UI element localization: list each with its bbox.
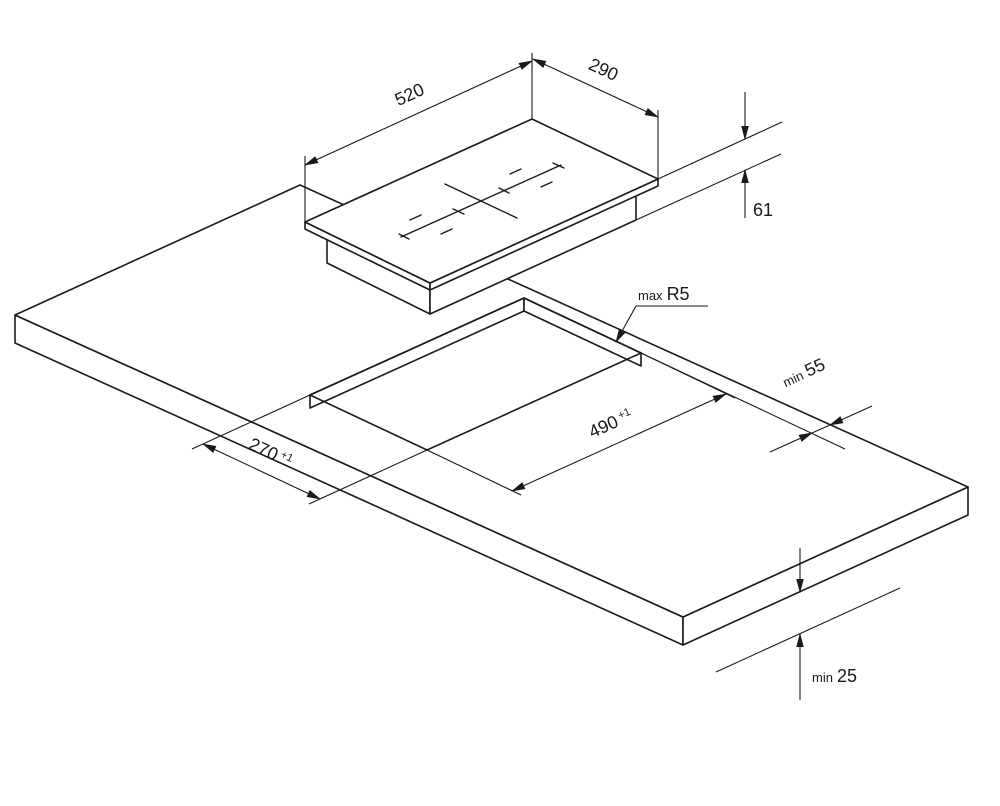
worktop-top-face xyxy=(14,184,969,618)
worktop-cutout xyxy=(308,297,643,451)
hob xyxy=(304,118,659,315)
dim-520-label: 520 xyxy=(392,79,428,110)
rear-clearance-label: min55 xyxy=(779,354,828,391)
dim-hob-height-61: 61 xyxy=(635,92,783,221)
hob-cooking-zone-markings xyxy=(398,162,565,240)
dim-290-label: 290 xyxy=(586,54,622,85)
worktop xyxy=(14,184,969,646)
dim-61-label: 61 xyxy=(753,200,773,220)
